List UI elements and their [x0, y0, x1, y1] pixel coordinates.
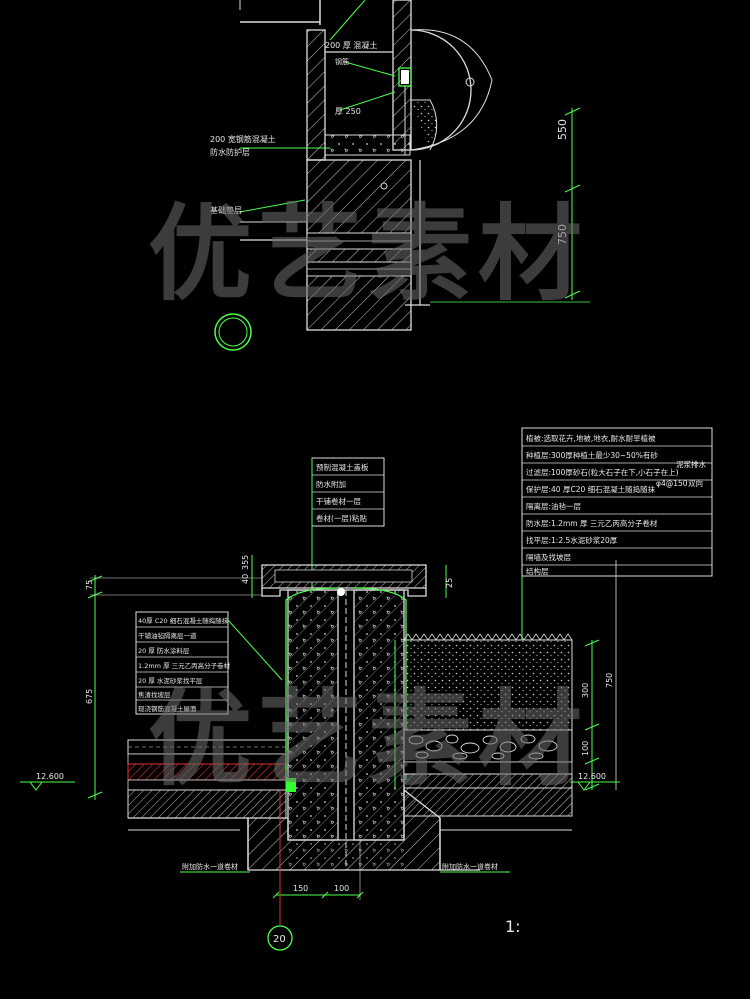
lower-detail: 植被:选取花卉,地被,地衣,耐水耐旱植被 种植层:300厚种植土最少30~50%… [20, 427, 713, 951]
top-notes: 预制混凝土盖板 防水附加 干铺卷材一层 卷材(一层)粘贴 [316, 462, 369, 523]
left-notes: 40厚 C20 细石混凝土随捣随抹 干铺油毡隔离层一道 20 厚 防水涂料层 1… [138, 616, 231, 713]
upper-dim-750: 750 [556, 224, 569, 245]
direction-note: 双向 [688, 478, 703, 488]
top-note: 预制混凝土盖板 [316, 462, 369, 472]
watermark-lower: 优艺素材 [148, 678, 588, 800]
left-note: 干铺油毡隔离层一道 [138, 631, 197, 640]
right-note: 过滤层:100厚砂石(粒大石子在下,小石子在上) [526, 467, 679, 477]
dim-40: 40 [241, 574, 250, 584]
left-note: 焦渣找坡层 [138, 690, 171, 699]
watermark-upper: 优艺素材 [148, 193, 588, 315]
upper-label-2: 钢筋 [335, 57, 349, 66]
right-note: 植被:选取花卉,地被,地衣,耐水耐旱植被 [526, 433, 656, 443]
elevation-left: 12.600 [36, 772, 64, 781]
dim-5: 5 [241, 555, 250, 560]
top-note: 防水附加 [316, 479, 346, 489]
dim-750: 750 [605, 673, 614, 688]
dim-150: 150 [293, 884, 308, 893]
left-note: 现浇钢筋混凝土屋面 [138, 704, 197, 713]
bottom-label-left: 附加防水一道卷材 [182, 862, 238, 871]
axis-label: 20 [273, 934, 286, 945]
dim-100-bottom: 100 [334, 884, 349, 893]
upper-detail: 200 厚 混凝土 钢筋 厚 250 200 宽钢筋混凝土 防水防护层 基础垫层… [210, 0, 590, 351]
right-note: 隔墙及找坡层 [526, 552, 571, 562]
dim-35: 35 [241, 560, 250, 570]
upper-label-1: 200 厚 混凝土 [325, 40, 377, 50]
right-note: 保护层:40 厚C20 细石混凝土随捣随抹 [526, 484, 656, 494]
dim-75: 75 [85, 580, 94, 590]
upper-dim-550: 550 [556, 119, 569, 140]
dim-675: 675 [85, 689, 94, 704]
upper-label-3: 厚 250 [335, 107, 361, 116]
right-note: 隔离层:油毡一层 [526, 501, 582, 511]
left-note: 40厚 C20 细石混凝土随捣随抹 [138, 616, 229, 625]
top-note: 卷材(一层)粘贴 [316, 513, 367, 523]
upper-label-6: 基础垫层 [210, 205, 242, 215]
dim-300: 300 [581, 683, 590, 698]
dim-100: 100 [581, 741, 590, 756]
left-note: 20 厚 防水涂料层 [138, 646, 190, 655]
right-notes: 植被:选取花卉,地被,地衣,耐水耐旱植被 种植层:300厚种植土最少30~50%… [526, 433, 706, 576]
drain-note: 泥浆排水 [676, 459, 706, 469]
right-note: 找平层:1:2.5水泥砂浆20厚 [526, 535, 618, 545]
scale-label: 1: [505, 917, 521, 936]
top-note: 干铺卷材一层 [316, 496, 361, 506]
right-note: 结构层 [526, 566, 549, 576]
dim-25: 25 [445, 578, 454, 588]
rebar-note: φ4@150 [656, 479, 688, 488]
left-note: 1.2mm 厚 三元乙丙高分子卷材 [138, 661, 231, 670]
upper-label-5: 防水防护层 [210, 147, 250, 157]
bottom-label-right: 附加防水一道卷材 [442, 862, 498, 871]
upper-label-4: 200 宽钢筋混凝土 [210, 134, 276, 144]
left-note: 20 厚 水泥砂浆找平层 [138, 676, 203, 685]
elevation-right: 12.600 [578, 772, 606, 781]
right-note: 种植层:300厚种植土最少30~50%有砂 [526, 450, 658, 460]
right-note: 防水层:1.2mm 厚 三元乙丙高分子卷材 [526, 518, 658, 528]
